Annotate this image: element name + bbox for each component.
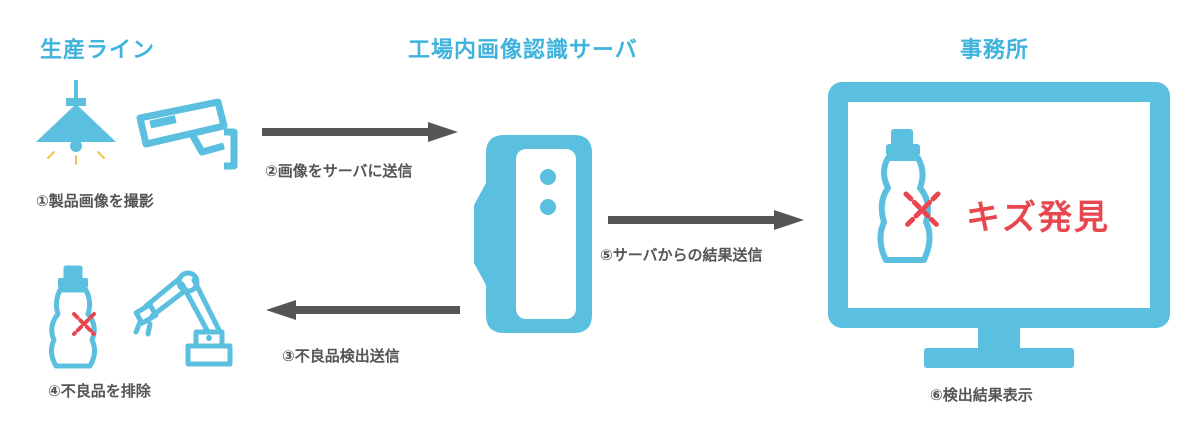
arrow-to-office [608,210,804,230]
step2-caption: ②画像をサーバに送信 [265,162,413,180]
step6-caption: ⑥検出結果表示 [930,386,1033,404]
bottle-icon [48,265,98,369]
server-icon [474,135,592,333]
robot-arm-icon [133,270,233,367]
step5-caption: ⑤サーバからの結果送信 [600,246,763,264]
arrow-to-line [266,300,460,320]
step1-caption: ①製品画像を撮影 [36,192,154,210]
alert-text: キズ発見 [966,198,1110,238]
arrow-to-server [262,122,458,142]
defect-mark-icon [903,191,941,229]
step4-caption: ④不良品を排除 [48,382,151,400]
server-heading: 工場内画像認識サーバ [408,38,638,63]
security-camera-icon [136,98,238,170]
step3-caption: ③不良品検出送信 [282,347,400,365]
monitor-icon [828,82,1170,368]
lamp-icon [36,80,116,165]
office-heading: 事務所 [960,38,1030,63]
production-line-heading: 生産ライン [40,38,156,63]
